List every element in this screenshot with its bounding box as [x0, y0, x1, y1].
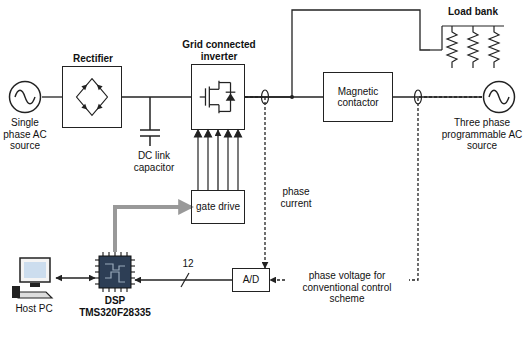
- node-label: gate drive: [196, 201, 240, 213]
- wire: [393, 96, 482, 97]
- node-label: Grid connected inverter: [174, 39, 264, 62]
- ad-converter-box: A/D: [232, 268, 270, 292]
- node-label: Load bank: [430, 6, 516, 18]
- node-label: Three phase programmable AC source: [438, 117, 526, 152]
- gate-signal-arrows: [195, 130, 242, 190]
- wire: [42, 96, 62, 97]
- node-label: DSP TMS320F28335: [70, 295, 160, 318]
- node-label: Rectifier: [58, 53, 128, 65]
- edge-label: phase current: [272, 186, 320, 209]
- wire: [217, 130, 218, 190]
- control-arrow: [115, 207, 191, 252]
- contactor-box: Magnetic contactor: [323, 72, 393, 122]
- host-pc: Host PC: [12, 256, 56, 300]
- load-bank: Load bank: [430, 20, 516, 80]
- component-label: DC link capacitor: [122, 150, 186, 173]
- wire: [56, 277, 95, 278]
- rectifier-box: Rectifier: [62, 66, 122, 128]
- wire: [135, 279, 232, 280]
- inverter-box: Grid connected inverter: [191, 64, 245, 130]
- node-label: Host PC: [4, 303, 64, 315]
- node-label: Magnetic contactor: [324, 86, 392, 109]
- wire: [245, 10, 430, 97]
- signal-line: [245, 97, 265, 268]
- node-label: Single phase AC source: [0, 117, 50, 152]
- dsp-chip: DSP TMS320F28335: [95, 252, 135, 292]
- wire: [122, 96, 191, 97]
- node-label: A/D: [243, 274, 260, 286]
- edge-label: 12: [178, 258, 198, 270]
- capacitor-symbol: [140, 97, 160, 146]
- edge-label: phase voltage for conventional control s…: [285, 270, 409, 305]
- ac-source: Single phase AC source: [8, 80, 42, 114]
- gate-drive-box: gate drive: [191, 190, 245, 224]
- ac-source: Three phase programmable AC source: [482, 80, 516, 114]
- signal-line: [270, 97, 482, 280]
